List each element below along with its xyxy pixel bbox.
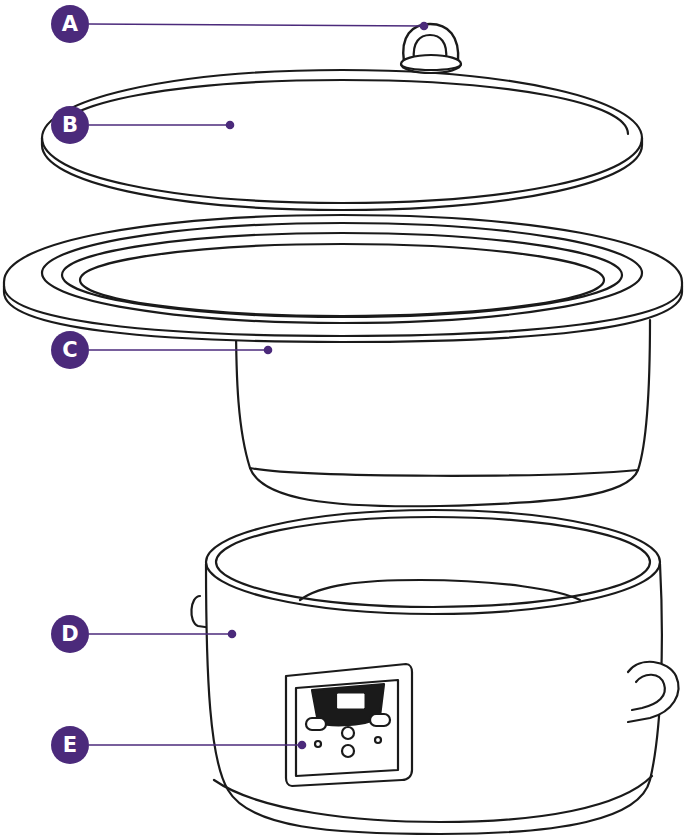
- callout-letter: A: [51, 5, 89, 43]
- callout-letter: C: [51, 331, 89, 369]
- callouts: [51, 5, 428, 764]
- callout-letter: B: [51, 106, 89, 144]
- lid: [42, 24, 642, 210]
- crock: [4, 215, 682, 506]
- base: [191, 510, 678, 834]
- callout-letter: E: [51, 726, 89, 764]
- callout-letter: D: [51, 615, 89, 653]
